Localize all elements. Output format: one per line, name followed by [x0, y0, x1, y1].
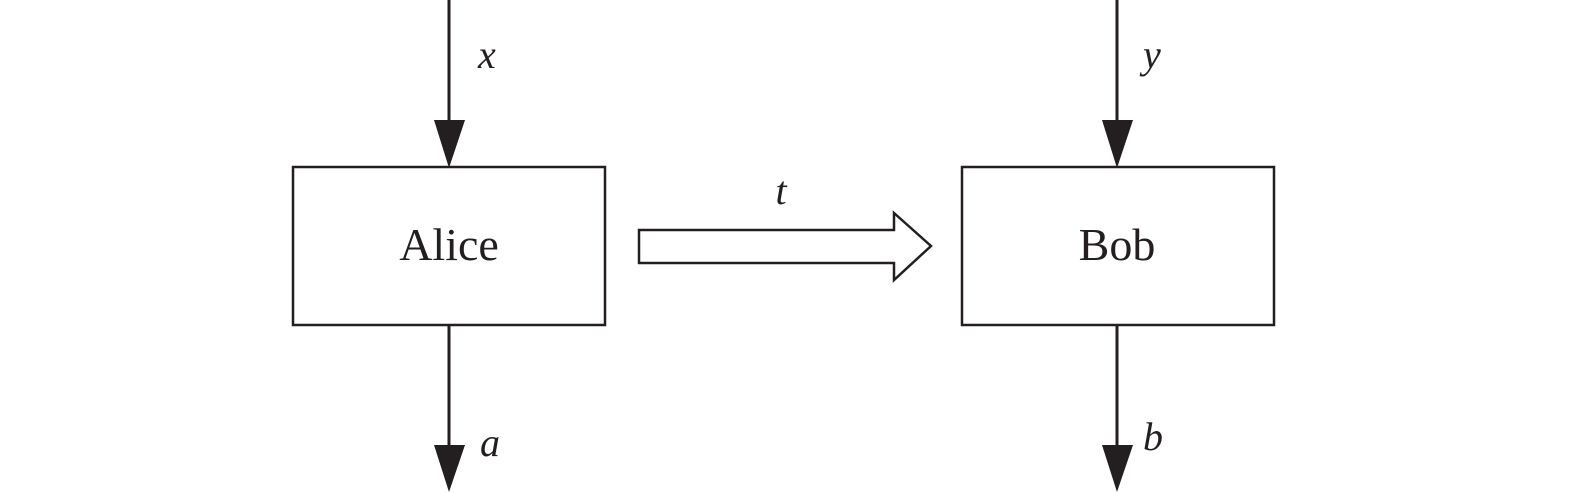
alice-label: Alice — [399, 219, 499, 270]
bob-node: Bob — [960, 165, 1276, 327]
message-arrow — [637, 210, 933, 283]
bob-input-arrow — [1102, 0, 1133, 168]
bob-output-label: b — [1143, 414, 1163, 459]
alice-input-arrowhead — [434, 120, 465, 168]
message-label: t — [775, 168, 787, 213]
bob-output-arrow — [1102, 325, 1133, 492]
alice-node: Alice — [291, 165, 607, 327]
bob-box — [960, 165, 1276, 327]
bob-input-label: y — [1139, 32, 1161, 77]
alice-output-arrow — [434, 325, 465, 492]
bob-output-arrowhead — [1102, 445, 1133, 492]
alice-output-arrowhead — [434, 445, 465, 492]
message-hollow-arrow — [637, 210, 933, 283]
bob-input-arrowhead — [1102, 120, 1133, 168]
alice-input-arrow — [434, 0, 465, 168]
bob-label: Bob — [1079, 219, 1156, 270]
alice-output-label: a — [480, 420, 500, 465]
alice-input-label: x — [477, 32, 496, 77]
